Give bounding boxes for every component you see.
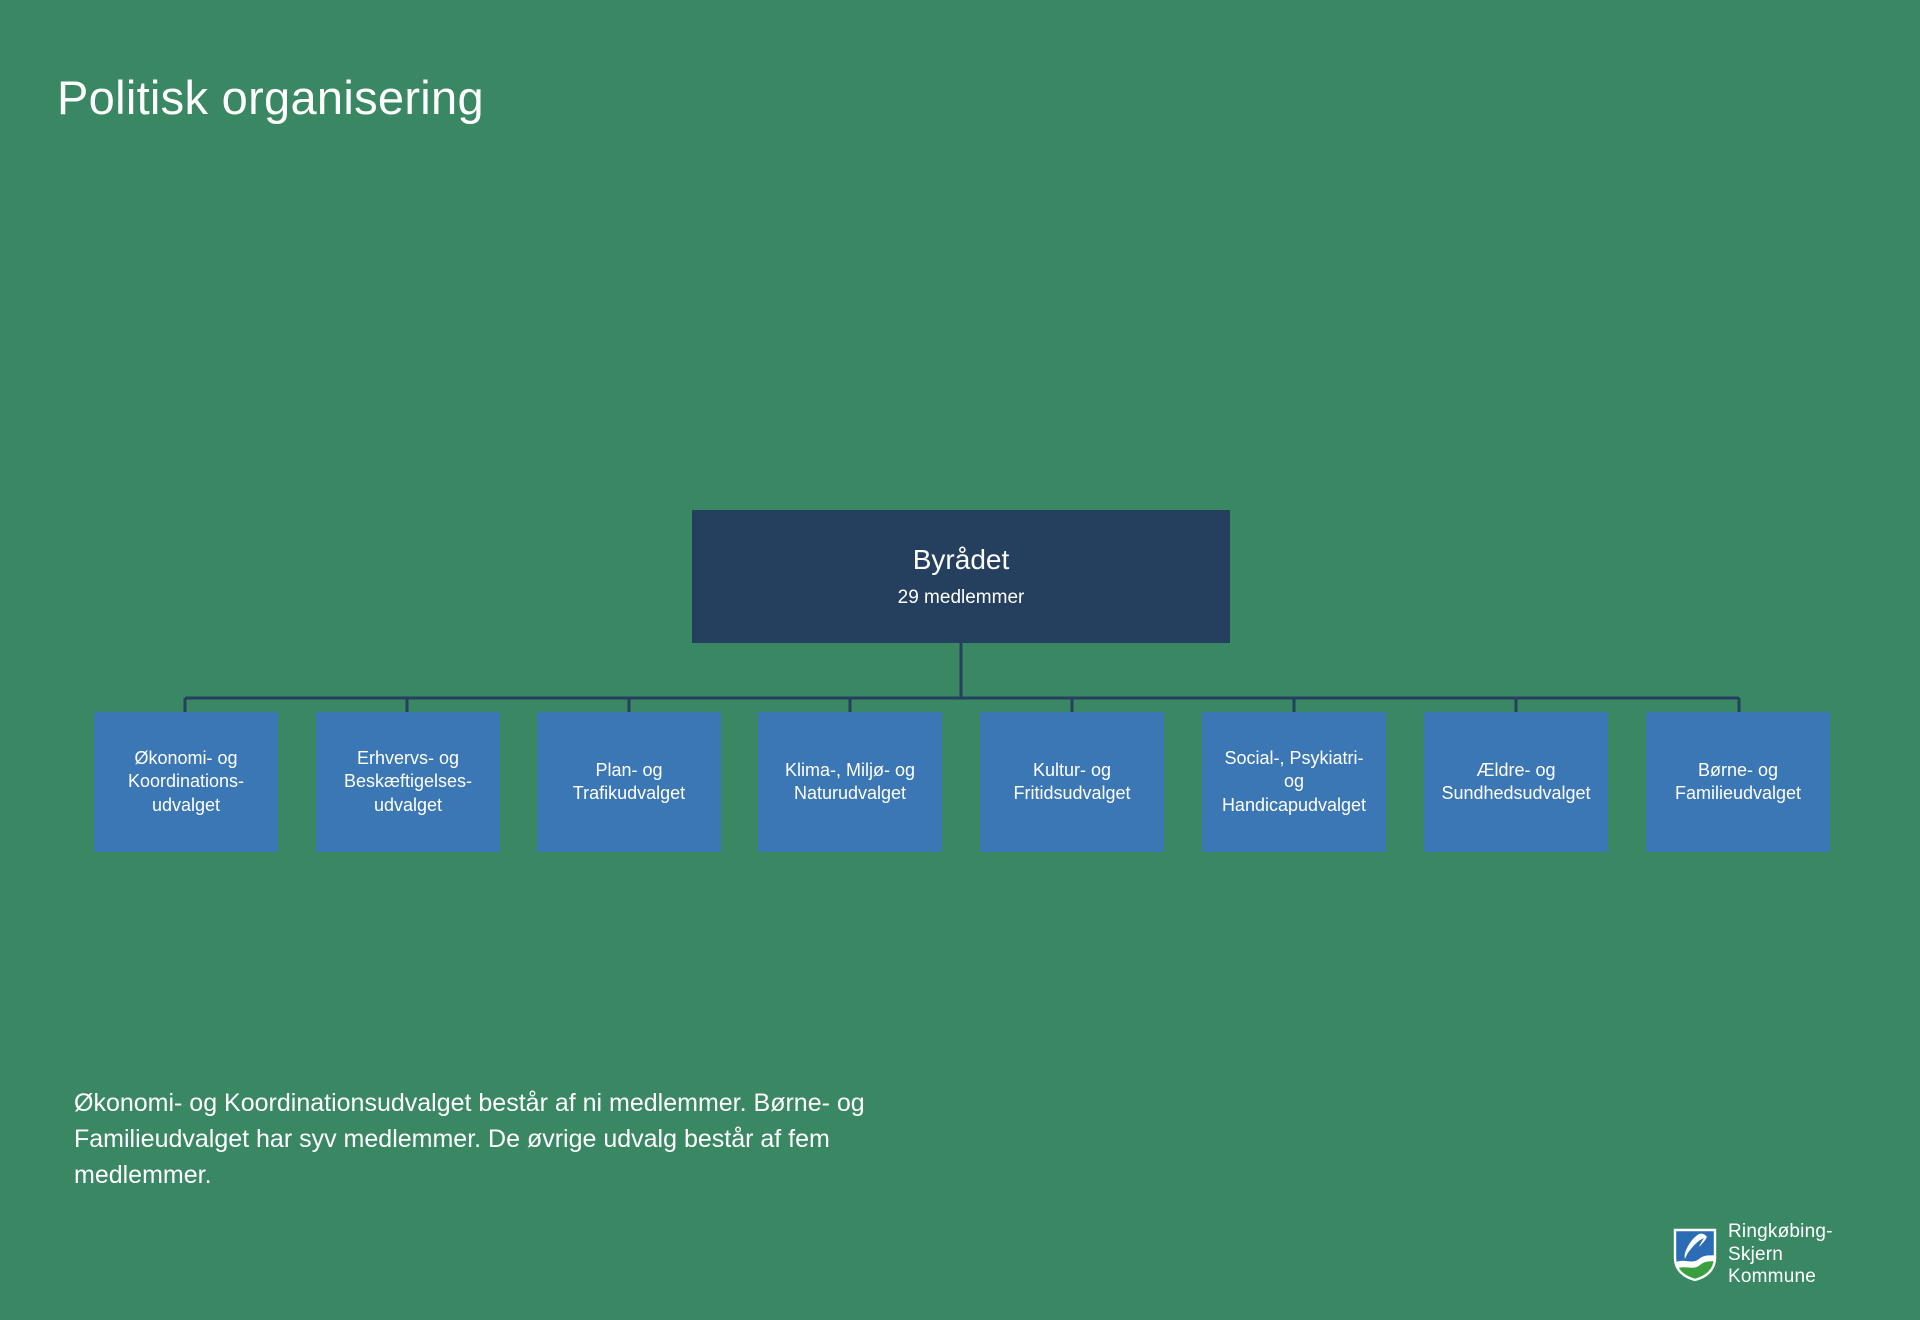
org-node-label: Klima-, Miljø- og Naturudvalget — [784, 759, 915, 803]
page-title: Politisk organisering — [57, 71, 484, 124]
org-node-label: Plan- og Trafikudvalget — [572, 759, 686, 803]
logo-text: Ringkøbing-Skjern Kommune — [1728, 1221, 1833, 1288]
org-node-label: Erhvervs- og Beskæftigelses- udvalget — [343, 748, 473, 815]
org-node-social-psykiatri-og-handicapudvalget[interactable]: Social-, Psykiatri- og Handicapudvalget — [1202, 712, 1386, 852]
shield-icon — [1673, 1228, 1717, 1282]
logo: Ringkøbing-Skjern Kommune — [1673, 1221, 1863, 1288]
org-node-okonomi-og-koordinationsudvalget[interactable]: Økonomi- og Koordinations- udvalget — [94, 712, 278, 852]
org-node-kultur-og-fritidsudvalget[interactable]: Kultur- og Fritidsudvalget — [980, 712, 1164, 852]
org-node-byraadet-subtitle: 29 medlemmer — [897, 586, 1025, 608]
org-node-klima-miljo-og-naturudvalget[interactable]: Klima-, Miljø- og Naturudvalget — [758, 712, 942, 852]
org-node-label: Økonomi- og Koordinations- udvalget — [127, 748, 245, 815]
org-node-label: Ældre- og Sundhedsudvalget — [1441, 759, 1591, 803]
org-node-erhvervs-og-beskaeftigelsesudvalget[interactable]: Erhvervs- og Beskæftigelses- udvalget — [316, 712, 500, 852]
org-node-aeldre-og-sundhedsudvalget[interactable]: Ældre- og Sundhedsudvalget — [1424, 712, 1608, 852]
caption-text: Økonomi- og Koordinationsudvalget består… — [74, 1089, 865, 1189]
org-children-row: Økonomi- og Koordinations- udvalget Erhv… — [0, 712, 1920, 852]
org-node-label: Børne- og Familieudvalget — [1674, 759, 1802, 803]
org-node-borne-og-familieudvalget[interactable]: Børne- og Familieudvalget — [1646, 712, 1830, 852]
org-node-label: Social-, Psykiatri- og Handicapudvalget — [1221, 748, 1367, 815]
org-node-byraadet[interactable]: Byrådet 29 medlemmer — [692, 510, 1230, 643]
org-node-plan-og-trafikudvalget[interactable]: Plan- og Trafikudvalget — [537, 712, 721, 852]
org-node-byraadet-title: Byrådet — [912, 544, 1010, 576]
org-node-label: Kultur- og Fritidsudvalget — [1013, 759, 1131, 803]
